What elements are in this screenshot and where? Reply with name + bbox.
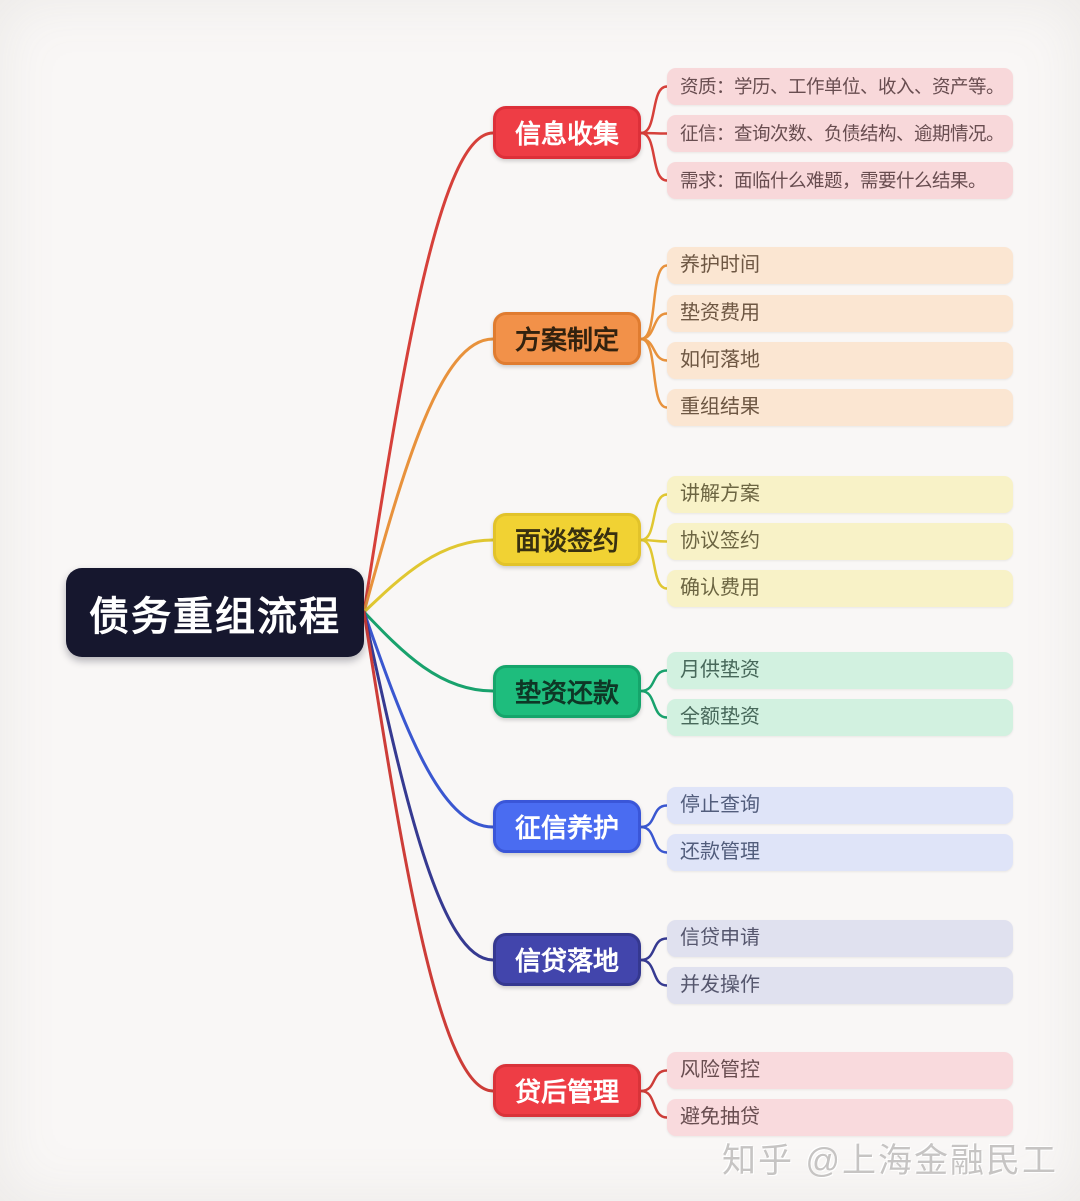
branch-link-plan [362,337,495,614]
child-link [639,1089,669,1119]
branch-node-post-loan-management: 贷后管理 [493,1064,641,1117]
branch-node-advance-repayment: 垫资还款 [493,665,641,718]
child-link [639,1069,669,1093]
branch-node-loan-landing: 信贷落地 [493,933,641,986]
branch-node-plan-making: 方案制定 [493,312,641,365]
leaf-explain-plan: 讲解方案 [667,476,1013,513]
child-link [639,538,669,590]
leaf-maintain-time: 养护时间 [667,247,1013,284]
leaf-confirm-fee: 确认费用 [667,570,1013,607]
root-node-label: 债务重组流程 [89,594,341,639]
branch-link-credit [362,610,495,829]
leaf-agreement-sign: 协议签约 [667,523,1013,560]
child-link [639,337,669,409]
leaf-avoid-loan-recall: 避免抽贷 [667,1099,1013,1136]
leaf-how-to-land: 如何落地 [667,342,1013,379]
leaf-qualification: 资质：学历、工作单位、收入、资产等。 [667,68,1013,105]
leaf-demand: 需求：面临什么难题，需要什么结果。 [667,162,1013,199]
zhihu-watermark: 知乎 @上海金融民工 [722,1142,1058,1180]
leaf-restructure-result: 重组结果 [667,389,1013,426]
child-link [639,804,669,829]
leaf-full-advance: 全额垫资 [667,699,1013,736]
branch-link-post [362,610,495,1093]
child-link [639,958,669,987]
leaf-loan-apply: 信贷申请 [667,920,1013,957]
child-link [639,669,669,693]
leaf-monthly-advance: 月供垫资 [667,652,1013,689]
child-link [639,493,669,542]
child-link [639,337,669,362]
branch-link-info [362,131,495,614]
leaf-repay-manage: 还款管理 [667,834,1013,871]
branch-node-interview-signing: 面谈签约 [493,513,641,566]
child-link [639,85,669,135]
child-link [639,689,669,719]
leaf-parallel-ops: 并发操作 [667,967,1013,1004]
root-node: 债务重组流程 [66,568,364,657]
child-link [639,937,669,962]
branch-link-sign [362,538,495,614]
child-link [639,131,669,182]
branch-link-repay [362,610,495,693]
child-link [639,825,669,854]
leaf-advance-cost: 垫资费用 [667,295,1013,332]
leaf-stop-inquiry: 停止查询 [667,787,1013,824]
branch-link-loan [362,610,495,962]
child-link [639,312,669,341]
leaf-risk-control: 风险管控 [667,1052,1013,1089]
branch-node-credit-maintenance: 征信养护 [493,800,641,853]
branch-node-info-collection: 信息收集 [493,106,641,159]
leaf-credit-report: 征信：查询次数、负债结构、逾期情况。 [667,115,1013,152]
